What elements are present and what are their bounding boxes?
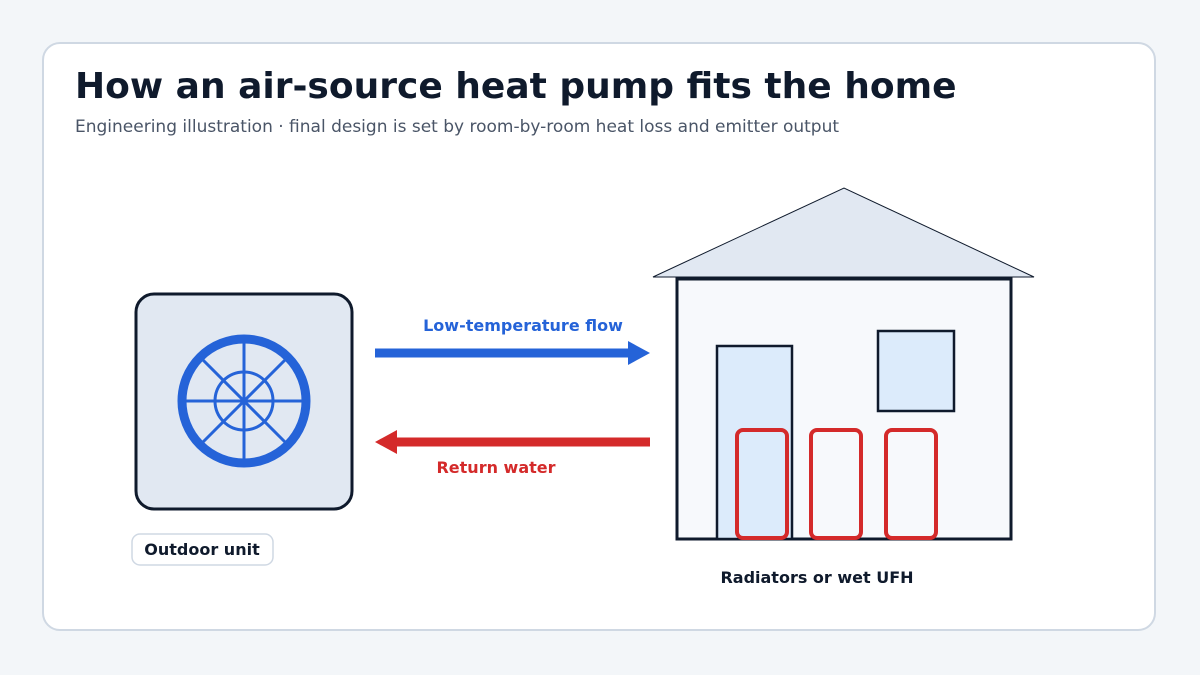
- return-label: Return water: [436, 458, 555, 477]
- radiator-icon: [735, 428, 789, 540]
- house-door: [715, 344, 794, 541]
- house-icon: [652, 187, 1035, 541]
- outdoor-unit-label-pill: [131, 533, 274, 566]
- house-window: [876, 329, 956, 413]
- outdoor-unit-label: Outdoor unit: [144, 540, 260, 559]
- radiator-group: [735, 428, 938, 540]
- radiator-icon: [884, 428, 938, 540]
- outdoor-unit: [134, 292, 354, 511]
- fan-icon: [177, 334, 311, 468]
- page-subtitle: Engineering illustration · final design …: [75, 117, 840, 137]
- flow-label: Low-temperature flow: [423, 316, 623, 335]
- flow-arrow: [375, 341, 650, 365]
- radiator-icon: [809, 428, 863, 540]
- house-roof: [652, 187, 1035, 278]
- return-arrow: [375, 430, 650, 454]
- page-title: How an air-source heat pump fits the hom…: [75, 66, 957, 107]
- emitters-label: Radiators or wet UFH: [720, 568, 913, 587]
